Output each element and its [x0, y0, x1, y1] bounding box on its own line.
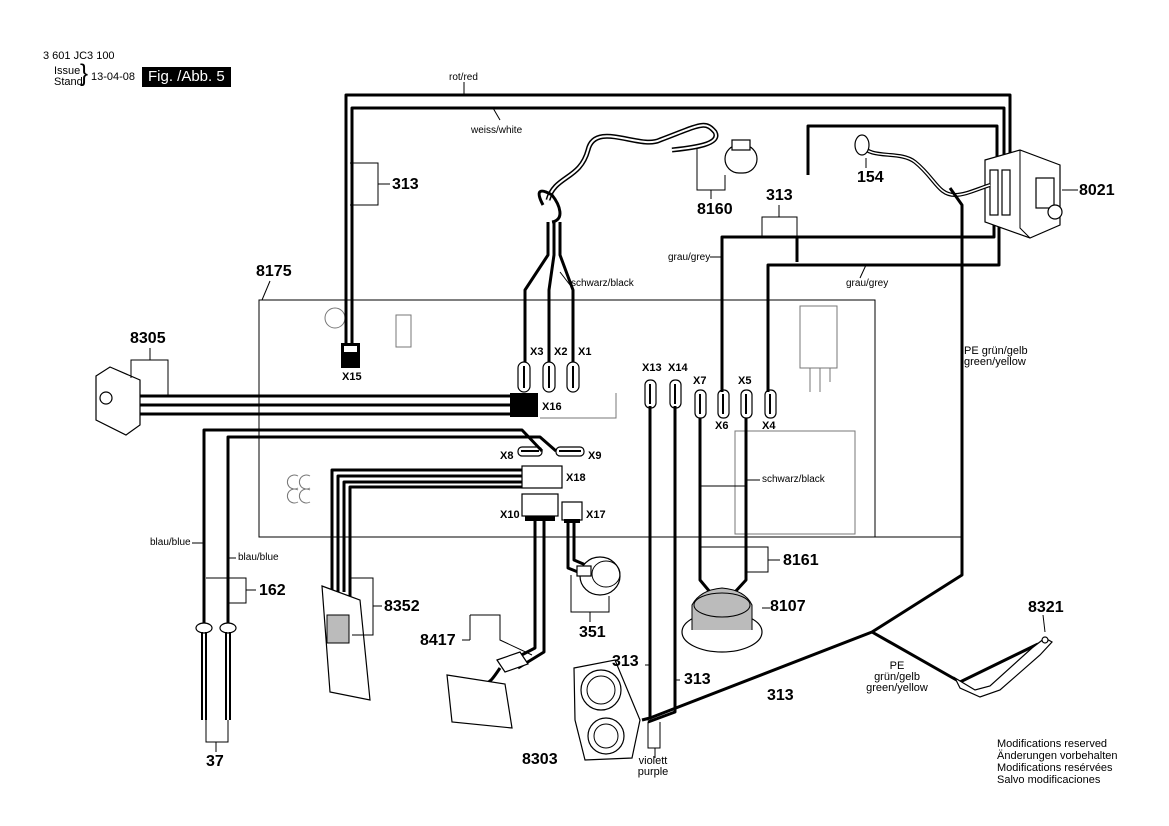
x16-connector [510, 393, 538, 417]
part-8321: 8321 [1028, 599, 1064, 616]
connector-x18: X18 [566, 472, 586, 484]
connector-x17: X17 [586, 509, 606, 521]
issue-brace: } [80, 60, 89, 87]
part-8303: 8303 [522, 751, 558, 768]
connector-x1: X1 [578, 346, 592, 358]
x17-connector [561, 501, 583, 521]
x18-connector [521, 465, 563, 489]
connector-x9: X9 [588, 450, 602, 462]
pcb-cc-mark [286, 474, 311, 504]
part-313-right: 313 [766, 187, 793, 204]
connector-x10: X10 [500, 509, 520, 521]
connector-x2: X2 [554, 346, 568, 358]
issue-date: 13-04-08 [91, 71, 136, 83]
label-blue-wire-1: blau/blue [150, 537, 191, 548]
part-8417: 8417 [420, 632, 456, 649]
socket-8303 [573, 659, 641, 761]
doc-number: 3 601 JC3 100 [43, 50, 115, 62]
stand-label: Stand [54, 76, 83, 88]
pcb-leader [261, 280, 271, 301]
wire-8160 [545, 122, 719, 201]
part-8161: 8161 [783, 552, 819, 569]
part-154: 154 [857, 169, 884, 186]
part-313-bottom: 313 [767, 687, 794, 704]
label-red-wire: rot/red [449, 72, 478, 83]
connector-x6: X6 [715, 420, 729, 432]
label-black-wire-mid: schwarz/black [762, 474, 825, 485]
wire-red [344, 93, 1012, 345]
issue-label: Issue [54, 65, 81, 77]
connector-x7: X7 [693, 375, 707, 387]
wire-pe-right [649, 187, 964, 720]
wire-blue-1 [202, 428, 544, 625]
panel-8417 [446, 614, 533, 729]
connector-x13: X13 [642, 362, 662, 374]
screws-37 [195, 622, 237, 752]
switch-8305 [95, 366, 141, 436]
label-black-wire-top: schwarz/black [571, 278, 634, 289]
pcb-hole [324, 307, 346, 329]
connector-x16: X16 [542, 401, 562, 413]
part-313-socket-a: 313 [612, 653, 639, 670]
part-37: 37 [206, 753, 224, 770]
modifications-note: Modifications reserved Änderungen vorbeh… [997, 738, 1118, 786]
label-grey-wire-left: grau/grey [668, 252, 711, 263]
label-violet-wire: violett purple [637, 755, 669, 778]
connector-x14: X14 [668, 362, 688, 374]
part-313-top: 313 [392, 176, 419, 193]
part-8305: 8305 [130, 330, 166, 347]
label-grey-wire-right: grau/grey [846, 278, 889, 289]
pcb-slot [395, 314, 412, 348]
motor-8107 [681, 587, 770, 653]
label-white-wire: weiss/white [471, 125, 523, 136]
wire-blue-2 [226, 435, 557, 625]
pcb-relay [799, 305, 838, 369]
part-313-socket-b: 313 [684, 671, 711, 688]
part-162: 162 [259, 582, 286, 599]
bracket-8321 [953, 637, 1053, 698]
label-blue-wire-2: blau/blue [238, 552, 279, 563]
part-8160: 8160 [697, 201, 733, 218]
part-8021: 8021 [1079, 182, 1115, 199]
board-8352 [321, 577, 382, 701]
x10-connector [521, 493, 559, 517]
thermostat-8021 [984, 149, 1078, 239]
part-8352: 8352 [384, 598, 420, 615]
figure-label: Fig. /Abb. 5 [142, 67, 231, 87]
label-pe-bottom: PE grün/gelb green/yellow [866, 660, 928, 694]
part-8175: 8175 [256, 263, 292, 280]
wire-white [350, 106, 1006, 345]
connector-x8: X8 [500, 450, 514, 462]
connector-x3: X3 [530, 346, 544, 358]
connector-x15: X15 [342, 371, 362, 383]
pcb-subregion [734, 430, 856, 535]
buzzer-351 [570, 556, 621, 622]
part-8107: 8107 [770, 598, 806, 615]
part-351: 351 [579, 624, 606, 641]
connector-x4: X4 [762, 420, 776, 432]
label-pe-right: PE grün/gelb green/yellow [964, 345, 1028, 368]
connector-x5: X5 [738, 375, 752, 387]
